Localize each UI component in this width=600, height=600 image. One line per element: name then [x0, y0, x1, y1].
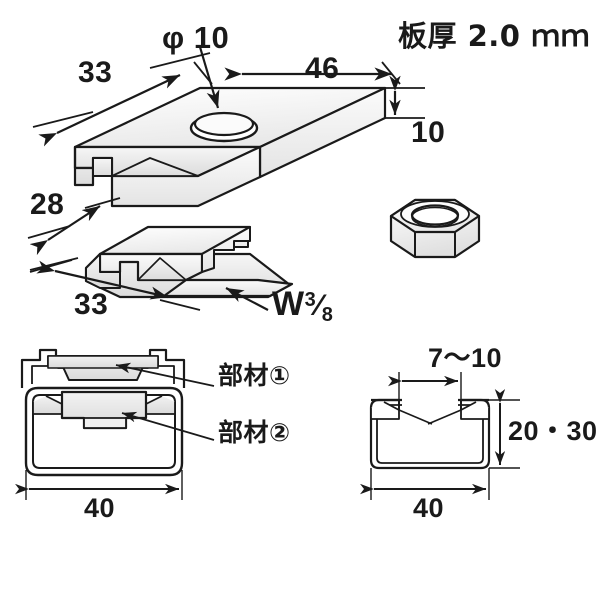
- label-dim-10: 10: [411, 116, 446, 149]
- nut-thread-hole: [410, 204, 460, 226]
- label-dim-46: 46: [305, 52, 340, 85]
- thread-denominator: 8: [321, 304, 334, 326]
- label-dim-40-right: 40: [413, 493, 445, 523]
- thread-slash: ⁄: [316, 289, 322, 322]
- label-part-two: 部材②: [218, 418, 291, 447]
- dimension-20-30: [489, 389, 520, 469]
- channel-profile-section: [369, 396, 491, 470]
- label-dim-7-10: 7～10: [428, 343, 503, 373]
- dimension-7-10: [388, 372, 462, 400]
- upper-clamp-plate-solid: [60, 85, 420, 208]
- dimension-33-top: [32, 52, 211, 147]
- label-dim-33-bottom: 33: [74, 288, 109, 321]
- assembly-cross-section: [20, 348, 186, 477]
- label-part-one: 部材①: [218, 361, 291, 390]
- leader-part-two: [121, 411, 215, 441]
- label-plate-thickness: 板厚 2.0 ｍｍ: [398, 19, 591, 53]
- label-hole-diameter: φ 10: [162, 20, 230, 55]
- thread-numerator: 3: [304, 289, 317, 311]
- plate-hole-inner: [193, 111, 255, 137]
- label-dim-33-top: 33: [78, 56, 113, 89]
- dimension-40-right: [360, 468, 490, 500]
- label-dim-40-left: 40: [84, 493, 116, 523]
- dimension-10: [385, 75, 425, 119]
- dimension-33-bottom: [29, 259, 201, 311]
- hex-nut-isometric: [389, 198, 481, 259]
- dimension-40-left: [15, 470, 183, 500]
- leader-part-one: [115, 362, 215, 387]
- label-dim-28: 28: [30, 188, 65, 221]
- lower-clamp-bracket-isometric: [82, 224, 294, 299]
- label-dim-20-30: 20・30: [508, 416, 598, 446]
- thread-letter: W: [272, 285, 305, 323]
- leader-phi10: [198, 46, 220, 109]
- leader-thread: [225, 287, 269, 311]
